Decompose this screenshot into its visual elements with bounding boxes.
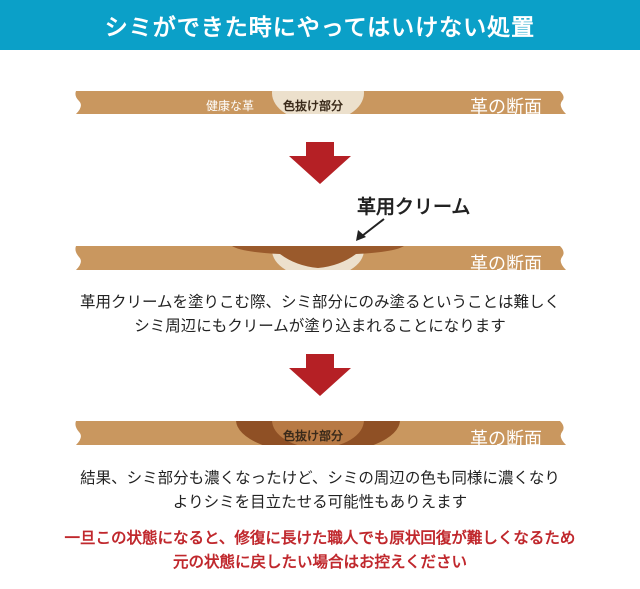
- banner-title: シミができた時にやってはいけない処置: [104, 15, 536, 41]
- result-line-1: 結果、シミ部分も濃くなったけど、シミの周辺の色も同様に濃くなり: [80, 469, 560, 487]
- title-banner: シミができた時にやってはいけない処置: [0, 0, 640, 50]
- faded-area-label-3: 色抜け部分: [283, 429, 344, 443]
- faded-area-3: [272, 421, 364, 445]
- warning-text: 一旦この状態になると、修復に長けた職人でも原状回復が難しくなるため 元の状態に戻…: [0, 526, 640, 574]
- leather-section-1: [75, 91, 566, 114]
- explanation-line-1: 革用クリームを塗りこむ際、シミ部分にのみ塗るということは難しく: [79, 293, 561, 311]
- warning-line-1: 一旦この状態になると、修復に長けた職人でも原状回復が難しくなるため: [64, 529, 576, 547]
- section-label-1: 革の断面: [470, 97, 542, 118]
- section-label-3: 革の断面: [470, 429, 542, 450]
- warning-line-2: 元の状態に戻したい場合はお控えください: [172, 553, 468, 571]
- cream-label: 革用クリーム: [357, 196, 471, 218]
- result-line-2: よりシミを目立たせる可能性もありえます: [172, 493, 468, 511]
- leather-section-3: [75, 421, 566, 445]
- down-arrow-1: [289, 142, 351, 184]
- down-arrow-2: [289, 354, 351, 396]
- healthy-leather-label: 健康な革: [206, 99, 255, 113]
- section-label-2: 革の断面: [470, 254, 542, 275]
- faded-area-label-1: 色抜け部分: [283, 99, 344, 113]
- leather-section-2: [75, 246, 566, 270]
- faded-area-1: [272, 91, 364, 114]
- explanation-text: 革用クリームを塗りこむ際、シミ部分にのみ塗るということは難しく シミ周辺にもクリ…: [0, 290, 640, 338]
- darkened-area: [236, 421, 400, 445]
- result-text: 結果、シミ部分も濃くなったけど、シミの周辺の色も同様に濃くなり よりシミを目立た…: [0, 466, 640, 514]
- cream-layer: [232, 246, 404, 268]
- cream-pointer-arrow: [356, 218, 385, 241]
- explanation-line-2: シミ周辺にもクリームが塗り込まれることになります: [134, 317, 506, 335]
